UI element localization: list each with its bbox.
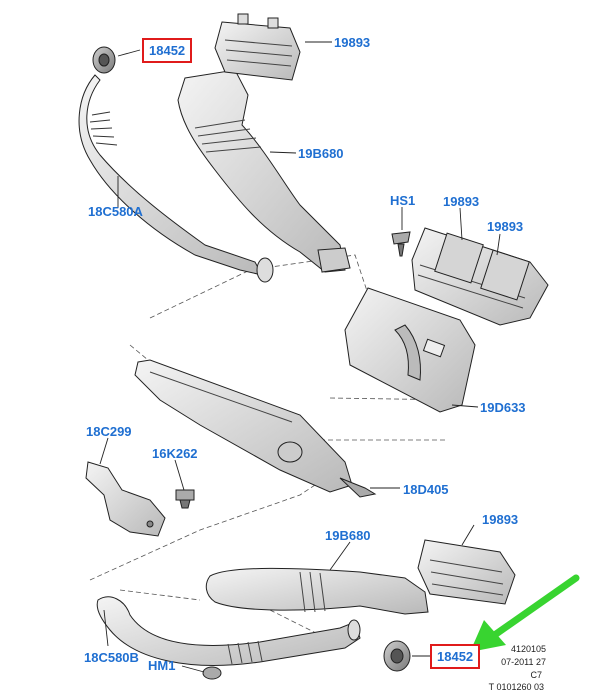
vent-19893-mid [411,227,549,326]
callout-19893-mid-b: 19893 [487,219,524,234]
callout-hs1: HS1 [390,193,416,208]
duct-19b680-upper [177,69,351,273]
callout-18d405: 18D405 [403,482,449,497]
screw-hs1 [391,231,411,257]
clip-16k262 [175,489,195,509]
hose-18c580b [96,596,361,666]
grommet-top-left [92,46,116,74]
grommet-bottom [383,640,411,672]
footer-ref-3: C7 [530,670,542,680]
callout-18c580b: 18C580B [84,650,139,665]
vent-19893-top [214,13,301,81]
callout-hm1: HM1 [148,658,176,673]
callout-19893-mid-a: 19893 [443,194,480,209]
callout-18452-top-left: 18452 [142,38,193,63]
callout-19893-lower: 19893 [482,512,519,527]
callout-19893-top: 19893 [334,35,371,50]
hose-18c580a [78,74,274,283]
footer-ref-4: T 0101260 03 [488,682,544,692]
callout-19b680-upper: 19B680 [298,146,344,161]
vent-19893-lower [417,539,516,605]
duct-19d633 [344,287,476,413]
callout-18c580a: 18C580A [88,204,143,219]
duct-19b680-lower [205,567,429,615]
callout-18452-bottom: 18452 [430,644,481,669]
callout-16k262: 16K262 [152,446,198,461]
footer-ref-1: 4120105 [510,644,546,654]
footer-ref-2: 07-2011 27 [501,657,546,667]
leader-lines [99,41,501,673]
callout-19d633: 19D633 [480,400,526,415]
clip-hm1 [202,666,222,680]
bracket-18c299 [85,461,166,537]
floor-duct-central [134,359,377,498]
callout-19b680-lower: 19B680 [325,528,371,543]
callout-18c299: 18C299 [86,424,132,439]
